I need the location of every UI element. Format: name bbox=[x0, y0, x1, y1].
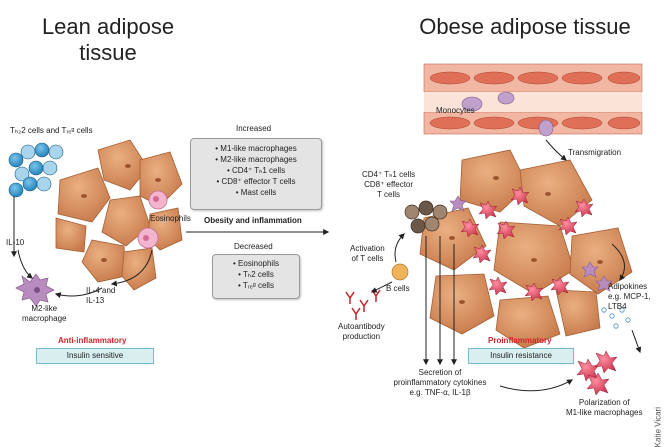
m1-like-macrophages bbox=[460, 186, 618, 396]
increased-item: • M1-like macrophages bbox=[215, 144, 297, 153]
obese-tissue-title: Obese adipose tissue bbox=[419, 14, 631, 39]
decreased-item: • Tₕ2 cells bbox=[238, 270, 274, 279]
polar-line2: M1-like macrophages bbox=[566, 408, 643, 417]
transmigration-arrow bbox=[545, 139, 567, 161]
obese-m2-macrophages bbox=[449, 195, 613, 292]
artist-credit: Katie Vicari bbox=[653, 407, 662, 447]
lean-title-line2: tissue bbox=[79, 40, 137, 65]
increased-item: • M2-like macrophages bbox=[215, 155, 297, 164]
obese-arrows bbox=[370, 233, 642, 392]
cd4-cd8-label: CD4⁺ Tₕ1 cells CD8⁺ effector T cells bbox=[362, 170, 415, 200]
b-cells-label: B cells bbox=[386, 284, 410, 293]
proinflammatory-label: Proinflammatory bbox=[488, 336, 552, 345]
adipokines-line3: LTB4 bbox=[608, 302, 627, 311]
il4-line1: IL-4 and bbox=[86, 286, 116, 295]
activation-line1: Activation bbox=[350, 244, 385, 253]
adipokines-droplets bbox=[601, 307, 631, 329]
insulin-sensitive-status: Insulin sensitive bbox=[36, 348, 154, 364]
activation-label: Activation of T cells bbox=[350, 244, 385, 264]
transmigration-label: Transmigration bbox=[568, 148, 622, 157]
lean-tissue-title: Lean adipose tissue bbox=[18, 14, 198, 66]
cd4-line3: T cells bbox=[377, 190, 401, 199]
diagram-artwork bbox=[8, 63, 643, 396]
cd4-line1: CD4⁺ Tₕ1 cells bbox=[362, 170, 416, 179]
polar-line1: Polarization of bbox=[578, 398, 630, 407]
activation-line2: of T cells bbox=[351, 254, 384, 263]
increased-item: • CD4⁺ Tₕ1 cells bbox=[226, 166, 286, 175]
autoantibody-label: Autoantibody production bbox=[338, 322, 385, 342]
increased-box: • M1-like macrophages • M2-like macropha… bbox=[190, 138, 322, 210]
b-cell-icon bbox=[391, 263, 409, 281]
monocytes-label: Monocytes bbox=[436, 106, 475, 115]
secretion-line1: Secretion of bbox=[418, 368, 462, 377]
il4-line2: IL-13 bbox=[86, 296, 105, 305]
m2-line1: M2-like bbox=[31, 304, 58, 313]
th2-and-treg-cells bbox=[8, 142, 64, 198]
obese-adipocytes bbox=[419, 149, 633, 349]
adipokines-line1: Adipokines bbox=[608, 282, 648, 291]
increased-item: • Mast cells bbox=[235, 188, 277, 197]
secretion-label: Secretion of proinflammatory cytokines e… bbox=[370, 368, 510, 398]
obesity-inflammation-label: Obesity and inflammation bbox=[204, 216, 302, 225]
increased-item: • CD8⁺ effector T cells bbox=[216, 177, 296, 186]
antibodies-icon bbox=[345, 289, 381, 320]
adipokines-line2: e.g. MCP-1, bbox=[608, 292, 651, 301]
monocyte-cells bbox=[461, 91, 554, 137]
decreased-item: • Eosinophils bbox=[233, 259, 279, 268]
blood-vessel bbox=[423, 63, 643, 137]
increased-title: Increased bbox=[236, 124, 272, 133]
il10-label: IL-10 bbox=[6, 238, 25, 247]
eosinophils-label: Eosinophils bbox=[150, 214, 191, 223]
insulin-resistance-status: Insulin resistance bbox=[468, 348, 574, 364]
cd4-line2: CD8⁺ effector bbox=[364, 180, 414, 189]
m2-macrophage-label: M2-like macrophage bbox=[22, 304, 66, 324]
m2-line2: macrophage bbox=[22, 314, 67, 323]
lean-adipocyte-nuclei bbox=[81, 164, 161, 262]
m2-like-macrophage-icon bbox=[15, 273, 55, 307]
il4-il13-label: IL-4 and IL-13 bbox=[86, 286, 115, 306]
polarization-label: Polarization of M1-like macrophages bbox=[566, 398, 642, 418]
th2-treg-label: Tₕ₂2 cells and Tᵣₑᵍ cells bbox=[10, 126, 93, 135]
anti-inflammatory-label: Anti-inflammatory bbox=[58, 336, 127, 345]
decreased-box: • Eosinophils • Tₕ2 cells • Tᵣₑᵍ cells bbox=[212, 254, 300, 299]
decreased-title: Decreased bbox=[234, 242, 273, 251]
cd4-cd8-t-cells bbox=[404, 200, 448, 234]
lean-arrows bbox=[11, 196, 153, 299]
decreased-item: • Tᵣₑᵍ cells bbox=[238, 281, 274, 290]
autoab-line1: Autoantibody bbox=[338, 322, 385, 331]
autoab-line2: production bbox=[342, 332, 381, 341]
secretion-line2: proinflammatory cytokines bbox=[393, 378, 487, 387]
lean-title-line1: Lean adipose bbox=[41, 14, 175, 39]
secretion-line3: e.g. TNF-α, IL-1β bbox=[409, 388, 471, 397]
adipokines-label: Adipokines e.g. MCP-1, LTB4 bbox=[608, 282, 651, 312]
